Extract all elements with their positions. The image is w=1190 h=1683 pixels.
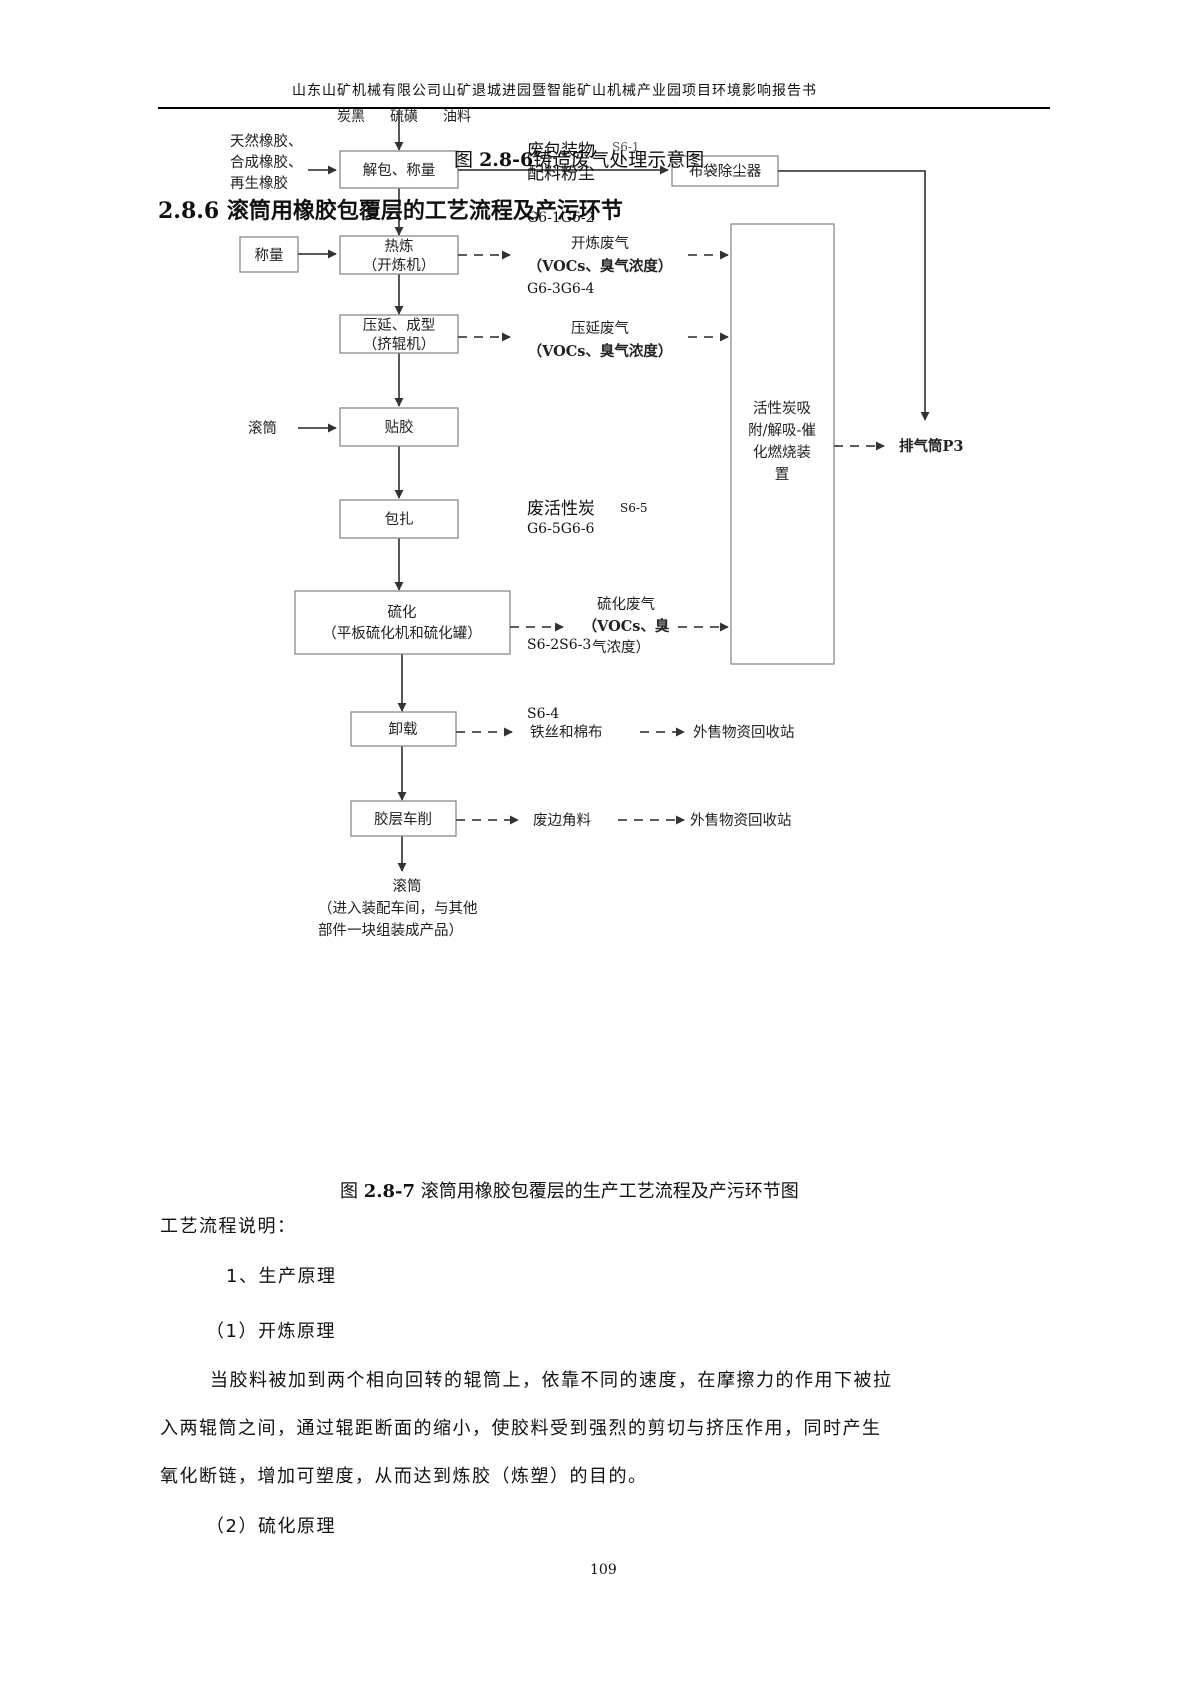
press-gas-label-2: （VOCs、臭气浓度） — [528, 342, 673, 360]
box-carbon-unit — [730, 223, 835, 665]
box-calender — [339, 314, 459, 354]
box-paste — [339, 407, 459, 447]
mill-gas-label-2: （VOCs、臭气浓度） — [528, 257, 673, 275]
carbon-unit-label-4: 置 — [775, 467, 790, 483]
box-unload-label: 卸载 — [389, 721, 418, 738]
box-bag-filter-label: 布袋除尘器 — [689, 163, 762, 180]
input-rubber-3: 再生橡胶 — [230, 175, 288, 192]
mill-gas-label-1: 开炼废气 — [571, 235, 629, 252]
sub-2-heading: （2）硫化原理 — [206, 1516, 336, 1537]
recycle-label-1: 外售物资回收站 — [693, 724, 795, 741]
dust-label: 配料粉尘 — [527, 164, 595, 184]
cure-gas-label-2: （VOCs、臭 — [583, 617, 670, 635]
sub-1-heading: （1）开炼原理 — [206, 1321, 336, 1342]
box-paste-label: 贴胶 — [385, 419, 414, 436]
section-heading: 2.8.6 滚筒用橡胶包覆层的工艺流程及产污环节 — [158, 198, 623, 224]
waste-packaging-label: 废包装物 — [527, 141, 595, 161]
output-line-3: 部件一块组装成产品） — [318, 922, 463, 939]
code-g6-1-g6-2: G6-1G6-2 — [527, 210, 595, 226]
box-weigh — [239, 236, 299, 273]
waste-carbon-label: 废活性炭 — [527, 499, 595, 519]
fragment-carbon-black: 炭黑 — [337, 109, 365, 125]
para-1-line-3: 氧化断链，增加可塑度，从而达到炼胶（炼塑）的目的。 — [160, 1466, 648, 1487]
cure-gas-label-1: 硫化废气 — [597, 596, 655, 613]
box-lathe-label: 胶层车削 — [374, 811, 432, 828]
box-hot-mill-label-1: 热炼 — [385, 238, 414, 255]
box-hot-mill-label-2: （开炼机） — [363, 257, 436, 274]
box-unload — [350, 711, 457, 747]
output-line-2: （进入装配车间，与其他 — [318, 900, 478, 917]
output-line-1: 滚筒 — [393, 878, 422, 895]
code-g6-3-g6-4: G6-3G6-4 — [527, 281, 595, 297]
box-lathe — [350, 800, 457, 837]
box-vulcanize — [294, 590, 511, 655]
box-bag-filter — [671, 155, 779, 187]
box-hot-mill — [339, 235, 459, 275]
waste-carbon-code: S6-5 — [620, 501, 648, 515]
box-unpack-label: 解包、称量 — [363, 162, 436, 179]
item-1-heading: 1、生产原理 — [226, 1266, 337, 1287]
box-vulcanize-label-2: （平板硫化机和硫化罐） — [322, 624, 482, 642]
box-calender-label-2: （挤辊机） — [363, 336, 436, 353]
figure-2-8-7-caption: 图 2.8-7 滚筒用橡胶包覆层的生产工艺流程及产污环节图 — [340, 1181, 799, 1202]
running-header: 山东山矿机械有限公司山矿退城进园暨智能矿山机械产业园项目环境影响报告书 — [292, 83, 817, 99]
input-rubber-1: 天然橡胶、 — [230, 133, 303, 150]
carbon-unit-label-3: 化燃烧装 — [753, 443, 811, 461]
box-wrap — [339, 499, 459, 539]
page-number: 109 — [590, 1562, 617, 1578]
waste-packaging-code: S6-1 — [612, 140, 640, 154]
box-calender-label-1: 压延、成型 — [363, 317, 436, 334]
fragment-oil: 油料 — [443, 109, 471, 125]
code-s6-4: S6-4 — [527, 706, 560, 722]
input-drum: 滚筒 — [248, 420, 277, 437]
para-1-line-1: 当胶料被加到两个相向回转的辊筒上，依靠不同的速度，在摩擦力的作用下被拉 — [210, 1370, 893, 1391]
box-vulcanize-label-1: 硫化 — [388, 604, 417, 621]
code-g6-5-g6-6: G6-5G6-6 — [527, 521, 595, 537]
recycle-label-2: 外售物资回收站 — [690, 812, 792, 829]
input-rubber-2: 合成橡胶、 — [230, 154, 303, 171]
fragment-sulfur: 硫磺 — [390, 109, 418, 125]
box-weigh-label: 称量 — [255, 247, 284, 264]
cure-gas-label-3: 气浓度） — [592, 639, 650, 656]
box-unpack-weigh — [339, 150, 459, 189]
process-intro: 工艺流程说明： — [160, 1216, 297, 1237]
header-rule — [158, 107, 1050, 109]
figure-2-8-6-caption: 图 2.8-6铸造废气处理示意图 — [454, 149, 705, 171]
box-wrap-label: 包扎 — [385, 511, 414, 528]
solid-wire-label: 铁丝和棉布 — [530, 724, 603, 741]
solid-scrap-label: 废边角料 — [533, 812, 591, 829]
stack-label: 排气筒P3 — [899, 437, 964, 455]
para-1-line-2: 入两辊筒之间，通过辊距断面的缩小，使胶料受到强烈的剪切与挤压作用，同时产生 — [160, 1418, 882, 1439]
carbon-unit-label-2: 附/解吸-催 — [748, 422, 816, 439]
arrow-bag-filter-to-stack — [778, 170, 930, 421]
code-s6-2-s6-3: S6-2S6-3 — [527, 637, 592, 653]
press-gas-label-1: 压延废气 — [571, 320, 629, 337]
carbon-unit-label-1: 活性炭吸 — [753, 400, 811, 417]
